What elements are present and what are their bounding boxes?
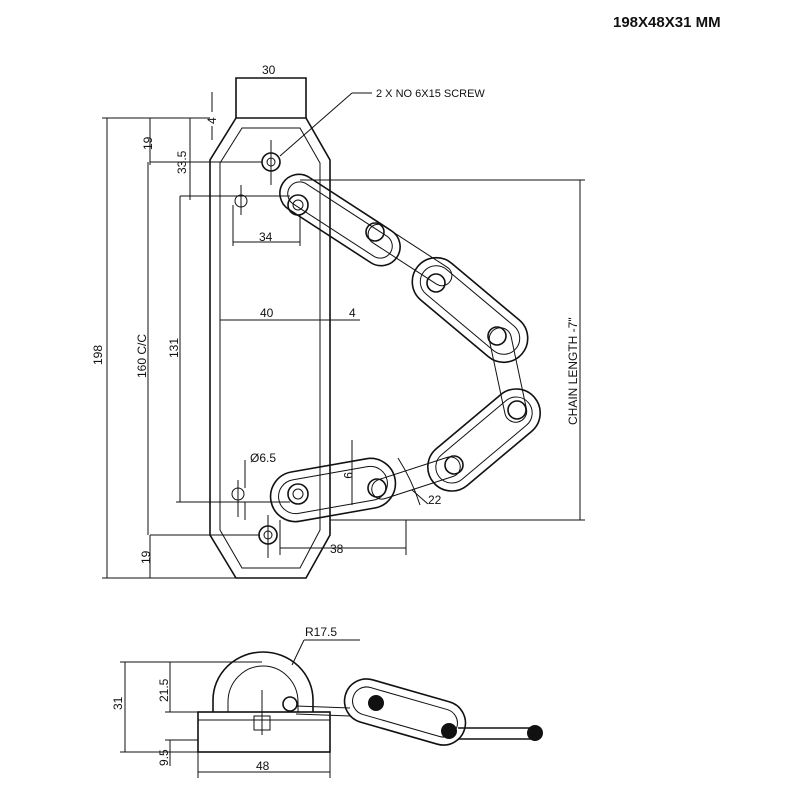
dim-4-right: 4 xyxy=(349,306,356,320)
dim-131: 131 xyxy=(167,338,181,358)
side-dimension-lines xyxy=(120,639,360,778)
chain-pin xyxy=(365,222,385,242)
dim-dia-6-5: Ø6.5 xyxy=(250,451,276,465)
dim-9-5: 9.5 xyxy=(157,749,171,766)
dim-40: 40 xyxy=(260,306,274,320)
dim-31: 31 xyxy=(111,696,125,710)
chain-pin xyxy=(507,400,527,420)
screw-callout: 2 X NO 6X15 SCREW xyxy=(376,88,485,100)
chain-pin xyxy=(444,455,464,475)
mount-hole-upper xyxy=(234,185,248,215)
chain-link-4 xyxy=(488,327,528,423)
dim-34: 34 xyxy=(259,230,273,244)
dim-160-cc: 160 C/C xyxy=(135,334,149,378)
mount-hole-lower xyxy=(231,480,245,517)
chain-link-7 xyxy=(269,457,397,523)
chain-pin xyxy=(367,478,387,498)
chain-link-3 xyxy=(411,256,529,364)
chain-pin xyxy=(287,483,309,505)
chain-links xyxy=(269,173,541,523)
chain-length-label: CHAIN LENGTH -7" xyxy=(566,317,580,425)
screw-hole-top xyxy=(261,140,281,185)
dim-9: 9 xyxy=(341,472,355,479)
chain-pin xyxy=(426,273,446,293)
dim-19-top: 19 xyxy=(141,136,155,150)
dim-48: 48 xyxy=(256,759,270,773)
dim-33-5: 33.5 xyxy=(175,150,189,174)
dimension-lines xyxy=(102,77,585,579)
dim-30: 30 xyxy=(262,63,276,77)
dim-21-5: 21.5 xyxy=(157,678,171,702)
dim-r17-5: R17.5 xyxy=(305,625,337,639)
dim-198: 198 xyxy=(91,345,105,365)
chain-pin xyxy=(487,326,507,346)
dim-4-top: 4 xyxy=(205,117,219,124)
chain-pin xyxy=(287,194,309,216)
chain-link-1 xyxy=(279,173,401,267)
chain-link-6 xyxy=(371,456,461,500)
screw-hole-bottom xyxy=(258,515,278,558)
drawing-title: 198X48X31 MM xyxy=(613,14,721,31)
side-view xyxy=(197,651,543,753)
chain-link-2 xyxy=(367,223,453,287)
dim-38: 38 xyxy=(330,542,344,556)
dim-19-bottom: 19 xyxy=(139,550,153,564)
dim-22: 22 xyxy=(428,493,442,507)
chain-link-5 xyxy=(427,388,541,492)
